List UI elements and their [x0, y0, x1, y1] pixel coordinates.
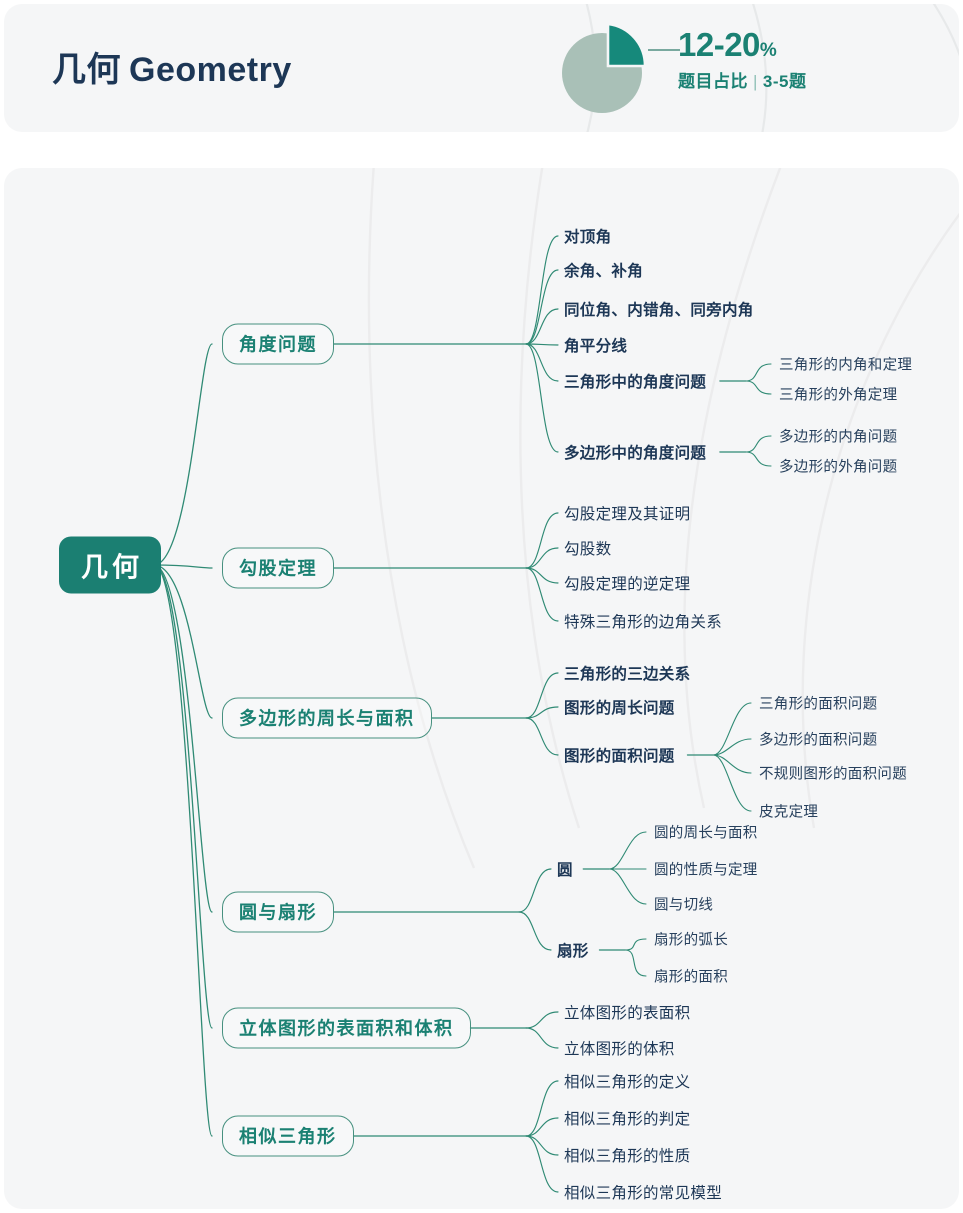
mindmap-leaf-l3-4-1-1[interactable]: 圆的周长与面积	[654, 825, 758, 842]
mindmap-leaf-l2-1-3[interactable]: 同位角、内错角、同旁内角	[564, 302, 754, 319]
stat-percent: 12-20%	[678, 26, 807, 63]
mindmap-branch-5[interactable]: 立体图形的表面积和体积	[222, 1007, 471, 1049]
mindmap-leaf-l3-4-2-1[interactable]: 扇形的弧长	[654, 932, 728, 949]
mindmap-leaf-l2-1-2[interactable]: 余角、补角	[564, 263, 644, 280]
mindmap-leaf-l3-4-2-2[interactable]: 扇形的面积	[654, 969, 728, 986]
mindmap-leaf-l3-1-5-2[interactable]: 三角形的外角定理	[779, 387, 898, 404]
mindmap-branch-2[interactable]: 勾股定理	[222, 547, 334, 589]
mindmap-leaf-l3-4-1-3[interactable]: 圆与切线	[654, 897, 714, 914]
stat-divider: |	[753, 71, 758, 91]
mindmap-leaf-l2-3-1[interactable]: 三角形的三边关系	[564, 666, 691, 683]
mindmap-leaf-l3-1-6-1[interactable]: 多边形的内角问题	[779, 429, 898, 446]
mindmap-leaf-l2-5-1[interactable]: 立体图形的表面积	[564, 1005, 691, 1022]
mindmap-edges	[153, 235, 772, 1193]
mindmap-leaf-l2-2-4[interactable]: 特殊三角形的边角关系	[564, 614, 723, 631]
stat-subtitle: 题目占比|3-5题	[678, 67, 807, 92]
page-title-en: Geometry	[129, 51, 292, 89]
mindmap-leaf-l2-6-3[interactable]: 相似三角形的性质	[564, 1148, 691, 1165]
mindmap-leaf-l3-1-5-1[interactable]: 三角形的内角和定理	[779, 357, 913, 374]
stat-label: 题目占比	[678, 71, 748, 91]
mindmap-leaf-l2-2-1[interactable]: 勾股定理及其证明	[564, 506, 691, 523]
mindmap-canvas: 几何角度问题对顶角余角、补角同位角、内错角、同旁内角角平分线三角形中的角度问题三…	[4, 168, 959, 1209]
mindmap-card: 几何角度问题对顶角余角、补角同位角、内错角、同旁内角角平分线三角形中的角度问题三…	[4, 168, 959, 1209]
mindmap-leaf-l2-3-3[interactable]: 图形的面积问题	[564, 748, 675, 765]
mindmap-leaf-l3-3-3-3[interactable]: 不规则图形的面积问题	[759, 766, 907, 783]
mindmap-leaf-l2-2-3[interactable]: 勾股定理的逆定理	[564, 576, 691, 593]
mindmap-leaf-l3-3-3-4[interactable]: 皮克定理	[759, 804, 819, 821]
mindmap-leaf-l3-3-3-1[interactable]: 三角形的面积问题	[759, 696, 878, 713]
mindmap-leaf-l2-6-1[interactable]: 相似三角形的定义	[564, 1074, 691, 1091]
stat-percent-symbol: %	[759, 40, 777, 61]
mindmap-leaf-l2-4-2[interactable]: 扇形	[557, 943, 589, 960]
stat-question-count: 3-5题	[762, 71, 807, 91]
stat-block: 12-20% 题目占比|3-5题	[556, 20, 916, 116]
percentage-pie-chart	[556, 20, 656, 120]
stat-percent-value: 12-20	[678, 26, 760, 63]
mindmap-leaf-l2-1-6[interactable]: 多边形中的角度问题	[564, 445, 707, 462]
mindmap-leaf-l2-1-1[interactable]: 对顶角	[564, 229, 612, 246]
mindmap-leaf-l2-1-4[interactable]: 角平分线	[564, 338, 628, 355]
stat-text: 12-20% 题目占比|3-5题	[678, 26, 807, 92]
mindmap-leaf-l3-1-6-2[interactable]: 多边形的外角问题	[779, 459, 898, 476]
mindmap-leaf-l2-1-5[interactable]: 三角形中的角度问题	[564, 374, 707, 391]
mindmap-branch-1[interactable]: 角度问题	[222, 323, 334, 365]
mindmap-leaf-l2-6-4[interactable]: 相似三角形的常见模型	[564, 1185, 723, 1202]
mindmap-leaf-l3-3-3-2[interactable]: 多边形的面积问题	[759, 732, 878, 749]
mindmap-leaf-l2-2-2[interactable]: 勾股数	[564, 541, 612, 558]
mindmap-leaf-l2-6-2[interactable]: 相似三角形的判定	[564, 1111, 691, 1128]
mindmap-leaf-l2-4-1[interactable]: 圆	[557, 862, 573, 879]
mindmap-branch-3[interactable]: 多边形的周长与面积	[222, 697, 432, 739]
mindmap-branch-6[interactable]: 相似三角形	[222, 1115, 354, 1157]
mindmap-leaf-l3-4-1-2[interactable]: 圆的性质与定理	[654, 862, 758, 879]
mindmap-decorative-arcs	[367, 168, 959, 869]
mindmap-leaf-l2-3-2[interactable]: 图形的周长问题	[564, 700, 675, 717]
mindmap-leaf-l2-5-2[interactable]: 立体图形的体积	[564, 1041, 675, 1058]
page-title-cn: 几何	[52, 51, 121, 89]
mindmap-branch-4[interactable]: 圆与扇形	[222, 891, 334, 933]
mindmap-root-node[interactable]: 几何	[59, 536, 161, 594]
